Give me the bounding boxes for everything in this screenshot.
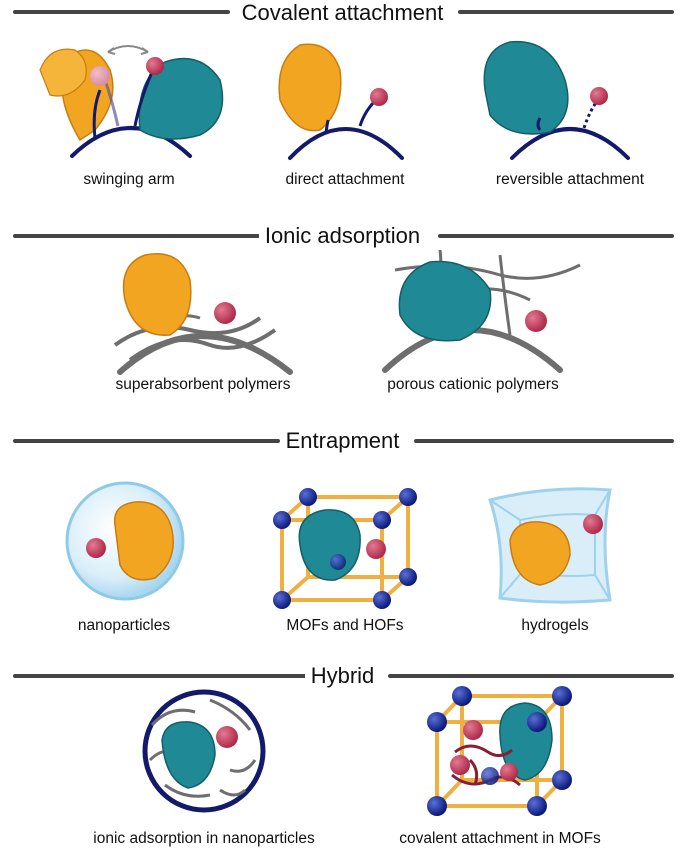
caption-porous-cationic-polymers: porous cationic polymers bbox=[387, 376, 559, 393]
section-title-covalent: Covalent attachment bbox=[0, 0, 685, 26]
ionic-nanoparticles-illustration bbox=[142, 689, 266, 813]
swinging-arm-illustration bbox=[39, 45, 224, 158]
mofs-hofs-illustration bbox=[273, 488, 417, 609]
caption-nanoparticles: nanoparticles bbox=[77, 617, 171, 634]
reversible-attachment-illustration bbox=[483, 40, 630, 160]
caption-mofs-and-hofs: MOFs and HOFs bbox=[286, 617, 404, 634]
porous-cationic-polymers-illustration bbox=[382, 249, 581, 373]
nanoparticles-illustration bbox=[65, 481, 185, 601]
superabsorbent-polymers-illustration bbox=[113, 253, 293, 375]
direct-attachment-illustration bbox=[278, 43, 404, 160]
section-title-ionic: Ionic adsorption bbox=[0, 223, 685, 249]
caption-superabsorbent-polymers: superabsorbent polymers bbox=[115, 376, 291, 393]
section-dividers bbox=[13, 10, 674, 678]
caption-swinging-arm: swinging arm bbox=[83, 171, 175, 188]
covalent-mofs-illustration bbox=[427, 686, 572, 816]
caption-reversible-attachment: reversible attachment bbox=[495, 171, 645, 188]
caption-ionic-adsorption-in-nanoparticles: ionic adsorption in nanoparticles bbox=[93, 830, 315, 847]
caption-covalent-attachment-in-mofs: covalent attachment in MOFs bbox=[399, 830, 601, 847]
hydrogels-illustration bbox=[488, 487, 612, 604]
caption-hydrogels: hydrogels bbox=[521, 617, 589, 634]
section-title-hybrid: Hybrid bbox=[0, 663, 685, 689]
caption-direct-attachment: direct attachment bbox=[285, 171, 405, 188]
section-title-entrapment: Entrapment bbox=[0, 428, 685, 454]
